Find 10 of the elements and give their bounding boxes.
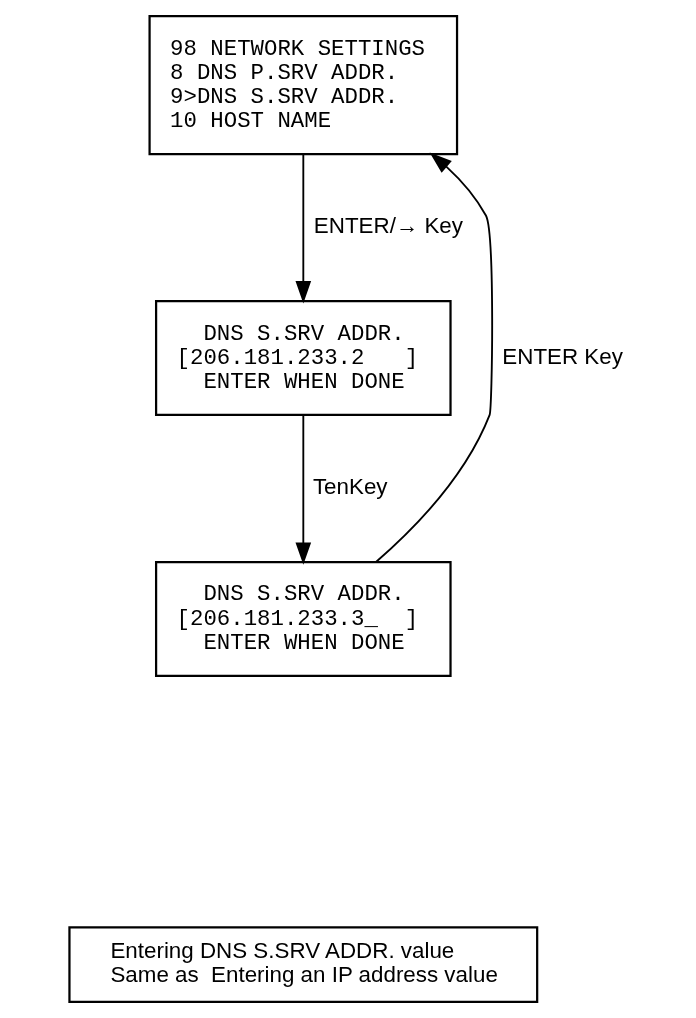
node-box: 98 NETWORK SETTINGS 8 DNS P.SRV ADDR. 9>DNS S.SRV ADDR. 10 HOST NAME xyxy=(147,15,458,156)
edge-label: TenKey xyxy=(312,474,387,500)
arrow xyxy=(294,414,311,565)
node-box: Entering DNS S.SRV ADDR. value Same as Entering an IP address value xyxy=(67,926,538,1003)
edge-label: ENTER Key xyxy=(501,343,623,369)
arrow xyxy=(294,153,311,304)
edge-label: ENTER/→ Key xyxy=(313,213,463,239)
node-box: DNS S.SRV ADDR. [206.181.233.3_ ] ENTER WHEN DONE xyxy=(154,561,452,677)
node-box: DNS S.SRV ADDR. [206.181.233.2 ] ENTER WHEN DONE xyxy=(154,300,452,416)
arrow xyxy=(374,152,493,563)
